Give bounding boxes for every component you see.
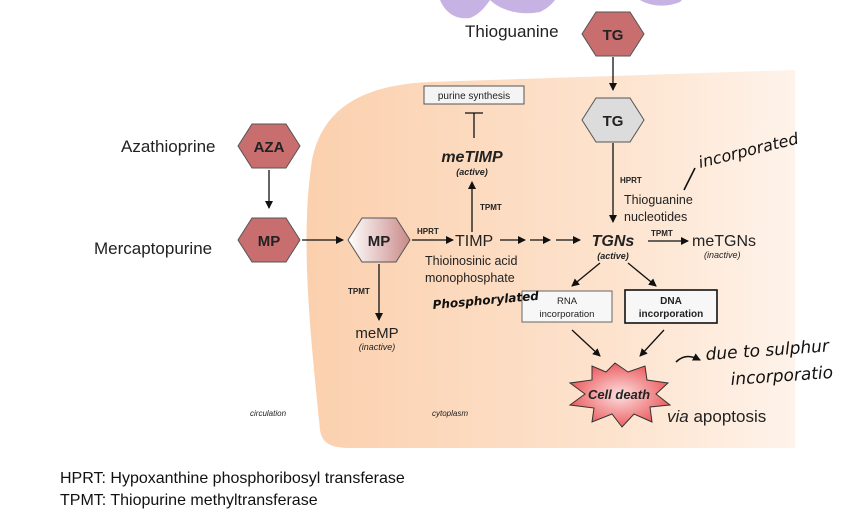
metgns-label: meTGNs [692,233,756,250]
legend-hprt: HPRT: Hypoxanthine phosphoribosyl transf… [60,470,405,487]
legend-tpmt: TPMT: Thiopurine methyltransferase [60,492,318,509]
tpmt-label-tgns: TPMT [651,229,673,238]
timp-label: TIMP [455,233,493,250]
apoptosis-label: apoptosis [689,407,767,426]
hprt-label-mp: HPRT [417,227,439,236]
tg-outer-hex [581,11,645,57]
arrow-tgns-to-dna [627,262,657,287]
mp-inner-badge: MP [368,233,391,250]
dna-incorporation-box [624,289,718,324]
aza-hex [237,123,301,169]
tgns-label: TGNs [592,233,635,250]
purine-synthesis-label: purine synthesis [438,91,510,102]
thioguanine-nucleotides-line1: Thioguanine [624,193,693,207]
cytoplasm-label: cytoplasm [432,409,468,418]
metgns-state: (inactive) [704,250,741,260]
thioguanine-label: Thioguanine [465,22,559,41]
annotation-arrow [675,353,701,363]
metimp-state: (active) [456,167,488,177]
aza-badge: AZA [254,139,285,156]
tpmt-label-timp: TPMT [480,203,502,212]
memp-label: meMP [355,325,398,342]
thioguanine-nucleotides-line2: nucleotides [624,210,687,224]
rna-label-line1: RNA [557,296,578,307]
mp-outer-hex [237,217,301,263]
via-label: via [667,407,689,426]
arrow-dna-to-death [639,329,665,357]
tg-outer-badge: TG [603,27,624,44]
metimp-label: meTIMP [441,149,503,166]
cell-death-label: Cell death [588,387,650,402]
timp-desc-line1: Thioinosinic acid [425,254,517,268]
mercaptopurine-label: Mercaptopurine [94,239,212,258]
rna-label-line2: incorporation [540,309,595,320]
rna-incorporation-box [521,290,613,323]
tpmt-label-mp: TPMT [348,287,370,296]
cell-membrane [306,70,795,448]
timp-desc-line2: monophosphate [425,271,515,285]
azathioprine-label: Azathioprine [121,137,216,156]
cell-death-burst [568,362,672,428]
arrow-rna-to-death [571,329,601,357]
hprt-label-tg: HPRT [620,176,642,185]
memp-state: (inactive) [359,342,396,352]
annotation-dash [683,167,696,191]
purple-doodle [440,0,682,19]
dna-label-line2: incorporation [639,309,703,320]
tg-inner-hex [581,97,645,143]
tgns-state: (active) [597,251,629,261]
circulation-label: circulation [250,409,287,418]
mp-outer-badge: MP [258,233,281,250]
tg-inner-badge: TG [603,113,624,130]
arrow-tgns-to-rna [571,262,601,287]
via-apoptosis-text: via apoptosis [667,407,766,426]
purine-synthesis-box [423,85,525,105]
mp-inner-hex [347,217,411,263]
dna-label-line1: DNA [660,296,682,307]
